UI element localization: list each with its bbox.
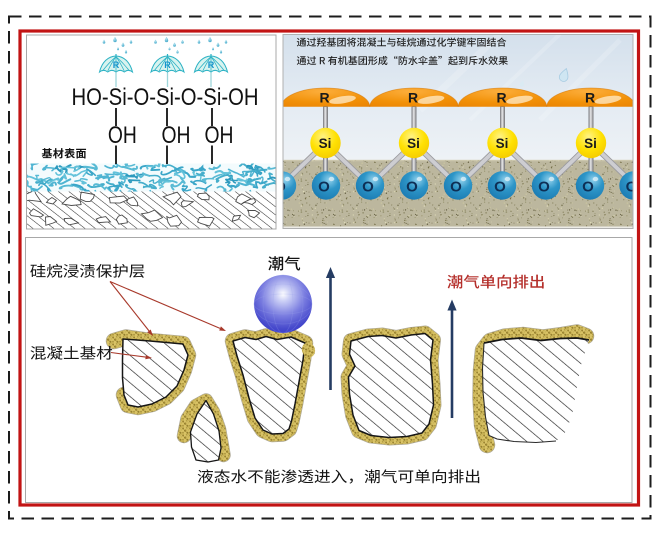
svg-text:O: O [582,178,594,195]
svg-text:HO-Si-O-Si-O-Si-OH: HO-Si-O-Si-O-Si-OH [72,84,259,111]
svg-text:Si: Si [319,136,332,151]
svg-text:O: O [406,178,418,195]
svg-text:OH: OH [108,122,137,149]
svg-text:R: R [496,90,506,106]
svg-text:Si: Si [496,136,509,151]
svg-text:R: R [208,60,215,70]
svg-text:O: O [362,178,374,195]
svg-text:O: O [318,178,330,195]
svg-text:O: O [626,178,638,195]
svg-text:OH: OH [162,122,191,149]
svg-text:R: R [164,60,171,70]
svg-text:Si: Si [407,136,420,151]
svg-text:R: R [408,90,418,106]
svg-text:R: R [585,90,595,106]
svg-text:O: O [450,178,462,195]
svg-text:R: R [319,90,329,106]
svg-text:OH: OH [205,122,234,149]
svg-text:O: O [274,178,286,195]
svg-text:Si: Si [584,136,597,151]
svg-text:O: O [494,178,506,195]
svg-text:R: R [113,60,120,70]
svg-text:O: O [538,178,550,195]
